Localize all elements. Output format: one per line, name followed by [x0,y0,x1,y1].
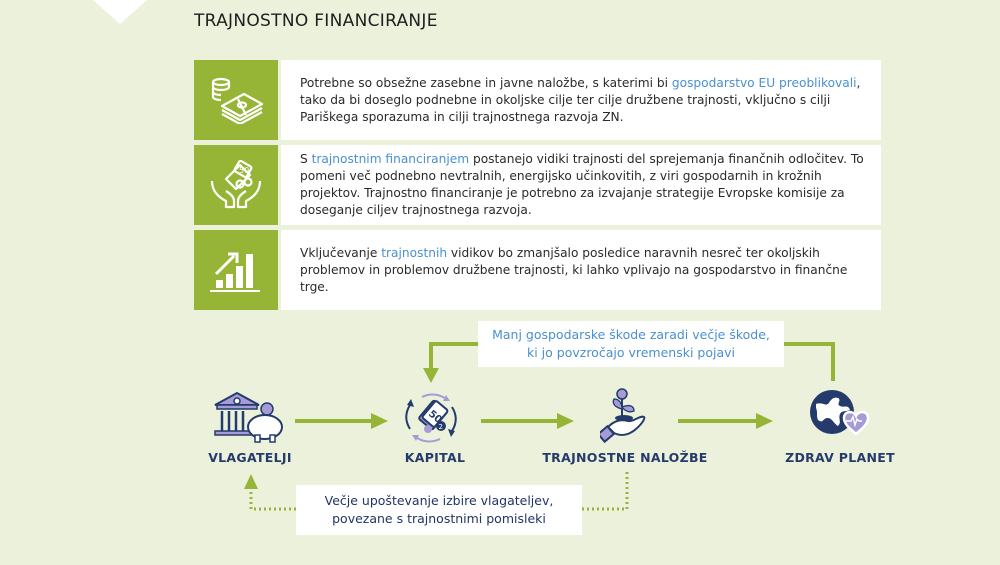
card-text: Vključevanje trajnostnih vidikov bo zman… [281,230,881,310]
hands-money-icon: 50 [194,145,278,225]
globe-heart-icon [808,388,874,448]
highlight-term: trajnostnim financiranjem [311,152,470,166]
svg-text:2: 2 [439,423,443,431]
money-stack-icon [194,60,278,140]
node-label-zdrav-planet: ZDRAV PLANET [785,450,895,465]
growth-chart-icon [194,230,278,310]
top-loop-box: Manj gospodarske škode zaradi večje škod… [478,321,784,367]
highlight-term: gospodarstvo EU preoblikovali [671,75,857,90]
info-card-3: Vključevanje trajnostnih vidikov bo zman… [194,230,881,310]
node-label-kapital: KAPITAL [404,450,466,465]
hand-plant-icon [596,387,650,449]
info-card-2: 50 S trajnostnim financiranjem postanejo… [194,145,881,225]
capital-cycle-icon: 50 2 [402,391,460,449]
bank-piggy-icon [213,391,285,447]
page-title: TRAJNOSTNO FINANCIRANJE [194,11,438,31]
card-text: S trajnostnim financiranjem postanejo vi… [281,145,881,225]
bottom-loop-box: Večje upoštevanje izbire vlagateljev, po… [296,485,582,535]
node-label-trajnostne-nalozbe: TRAJNOSTNE NALOŽBE [542,450,708,465]
highlight-term: trajnostnih [381,245,448,260]
info-card-1: Potrebne so obsežne zasebne in javne nal… [194,60,881,140]
card-text: Potrebne so obsežne zasebne in javne nal… [281,60,881,140]
decorative-triangle [93,0,147,24]
node-label-vlagatelji: VLAGATELJI [208,450,292,465]
svg-text:50: 50 [239,166,249,175]
